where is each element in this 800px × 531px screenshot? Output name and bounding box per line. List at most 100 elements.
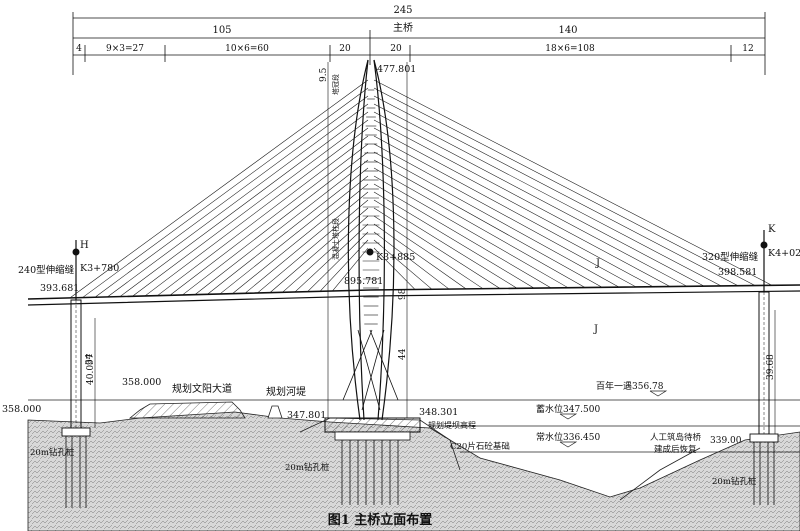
stay-cable xyxy=(282,215,369,293)
stay-cable xyxy=(194,159,369,295)
stay-cable xyxy=(182,151,369,296)
dim-right-span: 140 xyxy=(558,25,577,36)
right-abutment xyxy=(749,230,779,505)
tower-top-elev: 477.801 xyxy=(377,64,416,75)
left-h-mark: H xyxy=(80,240,89,251)
stay-cable xyxy=(307,231,369,292)
plan-levee-note: 规划堤坝高程 xyxy=(428,420,476,430)
j-mark-2: J xyxy=(593,324,598,335)
stay-cable xyxy=(373,191,535,289)
stay-cable xyxy=(373,95,739,286)
stay-cable xyxy=(373,231,450,290)
stay-cable xyxy=(373,127,671,287)
main-pier-foundation xyxy=(324,417,421,441)
stay-cable xyxy=(94,95,369,298)
water-levels xyxy=(28,390,800,453)
stay-cable xyxy=(373,247,416,290)
dim-main-bridge: 主桥 xyxy=(393,22,413,34)
datum-elev: 358.000 xyxy=(2,404,41,415)
stay-cable xyxy=(373,111,705,287)
stay-cable xyxy=(232,183,369,294)
stay-cable xyxy=(373,183,552,289)
dim-left-span: 105 xyxy=(212,25,231,36)
stay-cable xyxy=(373,159,603,288)
stay-cable xyxy=(373,151,620,288)
left-station-marker xyxy=(72,248,80,256)
pier-elev-left: 347.801 xyxy=(287,410,326,421)
figure-caption: 图1 主桥立面布置 xyxy=(328,512,433,528)
center-pile-note: 20m钻孔桩 xyxy=(285,462,330,473)
island-note-1: 人工筑岛待桥 xyxy=(650,432,702,443)
c20-foundation: C20片石砼基础 xyxy=(450,441,510,452)
dim-total: 245 xyxy=(393,5,412,16)
tower-dim-44: 44 xyxy=(398,348,408,360)
stay-cable xyxy=(373,135,654,287)
pier-elev-right: 348.301 xyxy=(419,407,458,418)
right-station-marker xyxy=(760,241,768,249)
dim-seg-7: 12 xyxy=(742,44,753,54)
dimension-chain xyxy=(72,12,766,75)
stay-cable xyxy=(144,127,369,297)
stay-cable xyxy=(373,87,756,286)
right-joint-label: 320型伸缩缝 xyxy=(702,251,759,263)
island-note-2: 建成后恢复 xyxy=(654,444,697,455)
stay-cable xyxy=(107,103,369,298)
left-abutment xyxy=(61,240,91,508)
right-deck-elev: 398.581 xyxy=(718,267,757,278)
stay-cable xyxy=(294,223,369,293)
stay-cable xyxy=(69,79,369,299)
stay-cable xyxy=(207,167,369,295)
left-joint-label: 240型伸缩缝 xyxy=(18,264,75,276)
pylon xyxy=(342,59,399,421)
dim-seg-1: 4 xyxy=(76,44,82,54)
right-pile-note: 20m钻孔桩 xyxy=(712,476,757,487)
j-mark-1: J xyxy=(595,258,600,269)
stay-cable xyxy=(169,143,369,296)
tower-dim-9-5: 9.5 xyxy=(319,67,329,82)
stay-cable xyxy=(373,215,484,289)
road-elev: 358.000 xyxy=(122,377,161,388)
stay-cable xyxy=(332,247,369,292)
tower-crown-note: 塔冠段 xyxy=(331,74,340,95)
stay-cable xyxy=(373,103,722,287)
tower-dim-98: 98 xyxy=(398,288,408,300)
main-piles xyxy=(341,440,399,505)
left-deck-elev: 393.681 xyxy=(40,283,79,294)
stay-cable xyxy=(269,207,369,293)
levee-shape xyxy=(267,405,283,419)
storage-level: 蓄水位347.500 xyxy=(536,403,600,415)
right-station-label: K4+025 xyxy=(768,248,800,259)
left-dim-34: 34 xyxy=(85,353,95,365)
stay-cable xyxy=(373,239,433,290)
right-dim-39: 39.68 xyxy=(766,354,776,380)
normal-level: 常水位336.450 xyxy=(536,431,600,443)
dim-seg-6: 18×6=108 xyxy=(545,44,595,54)
levee-label: 规划河堤 xyxy=(266,385,306,398)
road-embankment xyxy=(128,401,246,419)
ground-profile xyxy=(27,401,800,531)
stay-cable xyxy=(132,119,369,297)
stay-cable xyxy=(373,199,518,289)
stay-cable xyxy=(373,175,569,288)
stay-cable xyxy=(373,223,467,290)
flood-level: 百年一遇356.78 xyxy=(596,380,664,392)
stay-cables xyxy=(69,79,773,299)
stay-cable xyxy=(82,87,369,298)
stay-cable xyxy=(119,111,369,297)
dim-seg-2: 9×3=27 xyxy=(106,44,144,54)
bridge-deck xyxy=(27,284,800,306)
island-elev: 339.00 xyxy=(710,436,742,446)
stay-cable xyxy=(257,199,369,294)
left-dim-40: 40.097 xyxy=(86,353,96,385)
stay-cable xyxy=(244,191,369,294)
stay-cable xyxy=(219,175,369,295)
stay-cable xyxy=(157,135,369,296)
tower-mid-elev: 895.781 xyxy=(344,276,383,287)
pylon-segments xyxy=(362,89,380,325)
left-pile-note: 20m钻孔桩 xyxy=(30,447,75,458)
stay-cable xyxy=(373,79,773,286)
right-k-mark: K xyxy=(768,224,776,235)
road-name: 规划文阳大道 xyxy=(172,382,232,395)
